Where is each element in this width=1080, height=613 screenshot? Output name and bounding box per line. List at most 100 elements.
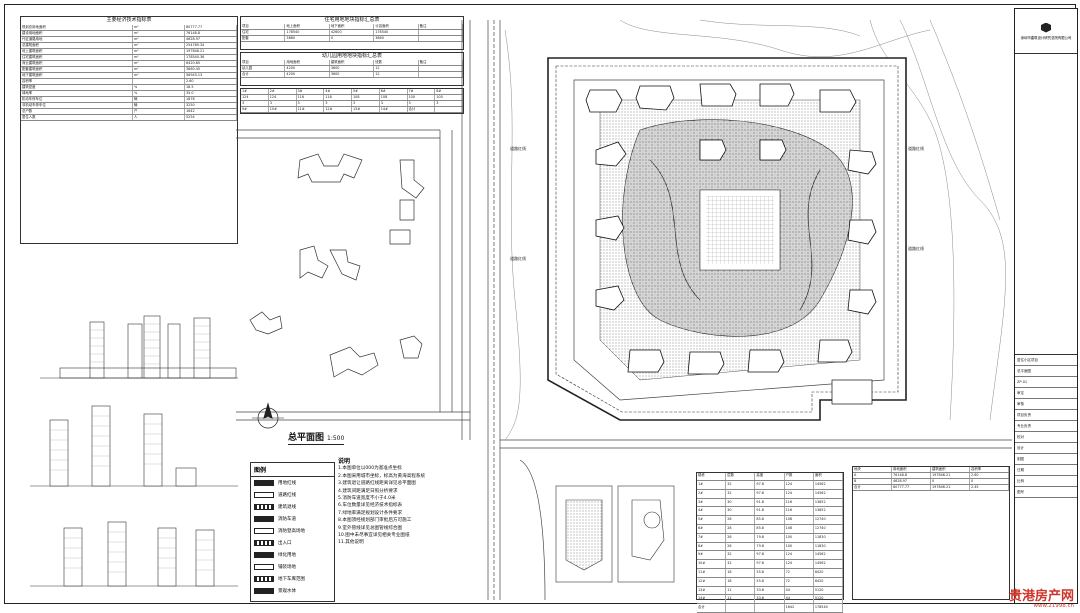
title-block-row: 比例 [1015, 476, 1077, 487]
table-cell: 72 [785, 577, 814, 586]
table-title: 幼儿园用地地块指标汇总表 [321, 53, 382, 59]
table-cell: 35.0 [185, 91, 237, 96]
legend-label: 用地红线 [278, 481, 296, 486]
table-cell: 100 [785, 533, 814, 542]
legend-item: 用地红线 [251, 477, 334, 489]
table-cell: 178540 [814, 604, 844, 612]
table-cell: 124 [785, 481, 814, 489]
legend-item: 地下车库范围 [251, 573, 334, 585]
table-cell: 11 [726, 595, 756, 604]
table-cell: 32 [726, 560, 756, 568]
table-header-row: 楼栋层数高度户数面积 [697, 473, 844, 481]
elevation-2 [30, 405, 238, 487]
residential-buildings [585, 83, 877, 375]
elevation-3 [30, 521, 238, 587]
note-item: 5.消防车道宽度不小于4.0米 [338, 496, 396, 502]
table-cell: 5254 [185, 115, 237, 120]
table-cell: 55.8 [755, 577, 785, 586]
table-cell: 11 [726, 586, 756, 595]
svg-text:道路红线: 道路红线 [908, 245, 924, 251]
table-cell: 地上建筑面积 [21, 49, 133, 54]
legend-swatch-icon [254, 492, 274, 498]
table-cell: 8420 [814, 568, 844, 577]
legend-swatch-icon [254, 576, 274, 582]
title-block-row: 审核 [1015, 399, 1077, 410]
table-cell: 124 [785, 560, 814, 568]
table-cell: 1642 [785, 604, 814, 612]
table-cell: 56943.13 [185, 73, 237, 78]
table-cell: 2# [697, 489, 727, 498]
project-name: 居住小区项目 [1015, 355, 1077, 366]
title-block-row: 图号 [1015, 487, 1077, 498]
table-cell: 地下建筑面积 [21, 73, 133, 78]
note-item: 1.本图单位以000为基准点坐标 [338, 466, 402, 472]
legend-label: 建筑退线 [278, 505, 296, 510]
table-cell: 居住人数 [21, 115, 133, 120]
table-cell: 6# [697, 524, 727, 533]
table-cell: 12740 [814, 516, 844, 524]
table-cell: 非机动车停车位 [21, 103, 133, 108]
title-block-row: 制图 [1015, 454, 1077, 465]
table-cell: 12# [697, 577, 727, 586]
table-cell: 辆 [133, 97, 185, 102]
table-cell: 44 [785, 595, 814, 604]
table-cell: 5120 [814, 586, 844, 595]
table-cell: 97.8 [755, 560, 785, 568]
table-header-cell: 户数 [785, 473, 814, 480]
table-cell: 26 [726, 533, 756, 542]
table-cell: 91.8 [755, 498, 785, 507]
table-cell: 户 [133, 109, 185, 114]
table-cell: m² [133, 73, 185, 78]
table-cell: 总建筑面积 [21, 43, 133, 48]
legend-label: 消防登高场地 [278, 529, 305, 534]
svg-text:道路红线: 道路红线 [908, 145, 924, 151]
company-name: 深圳市建筑设计研究总院有限公司 [1020, 35, 1072, 40]
title-block-row: 校对 [1015, 432, 1077, 443]
table-cell: 55.8 [755, 568, 785, 577]
title-block-rows: 审定审核项目负责专业负责校对设计制图日期比例图号 [1015, 388, 1077, 498]
table-cell: 91.8 [755, 507, 785, 516]
table-cell: 116 [785, 498, 814, 507]
table-cell: 14562 [814, 481, 844, 489]
legend-items: 用地红线道路红线建筑退线消防车道消防登高场地出入口绿化用地铺装场地地下车库范围景… [251, 477, 334, 597]
table-cell: 32 [726, 551, 756, 560]
table-cell: 97.8 [755, 489, 785, 498]
table-cell: % [133, 91, 185, 96]
title-block-row: 项目负责 [1015, 410, 1077, 421]
kindergarten-block [831, 379, 873, 405]
legend-swatch-icon [254, 480, 274, 486]
table-cell: 9# [697, 551, 727, 560]
legend-item: 绿化用地 [251, 549, 334, 561]
table-cell: 辆 [133, 103, 185, 108]
table-cell: 容积率 [21, 79, 133, 84]
legend-item: 铺装场地 [251, 561, 334, 573]
table-cell: 建设用地面积 [21, 31, 133, 36]
table-cell: 32 [726, 481, 756, 489]
thumbnail-plans [555, 485, 675, 583]
table-cell: 197846.21 [185, 49, 237, 54]
legend-item: 景观水体 [251, 585, 334, 597]
table-cell: 116 [785, 507, 814, 516]
drawing-name: 总平面图 [1015, 366, 1077, 377]
table-cell: 人 [133, 115, 185, 120]
table-cell: 3250 [185, 103, 237, 108]
sketch-buildings [249, 153, 425, 378]
title-block-row: 专业负责 [1015, 421, 1077, 432]
title-block-row: 设计 [1015, 443, 1077, 454]
legend-item: 道路红线 [251, 489, 334, 501]
